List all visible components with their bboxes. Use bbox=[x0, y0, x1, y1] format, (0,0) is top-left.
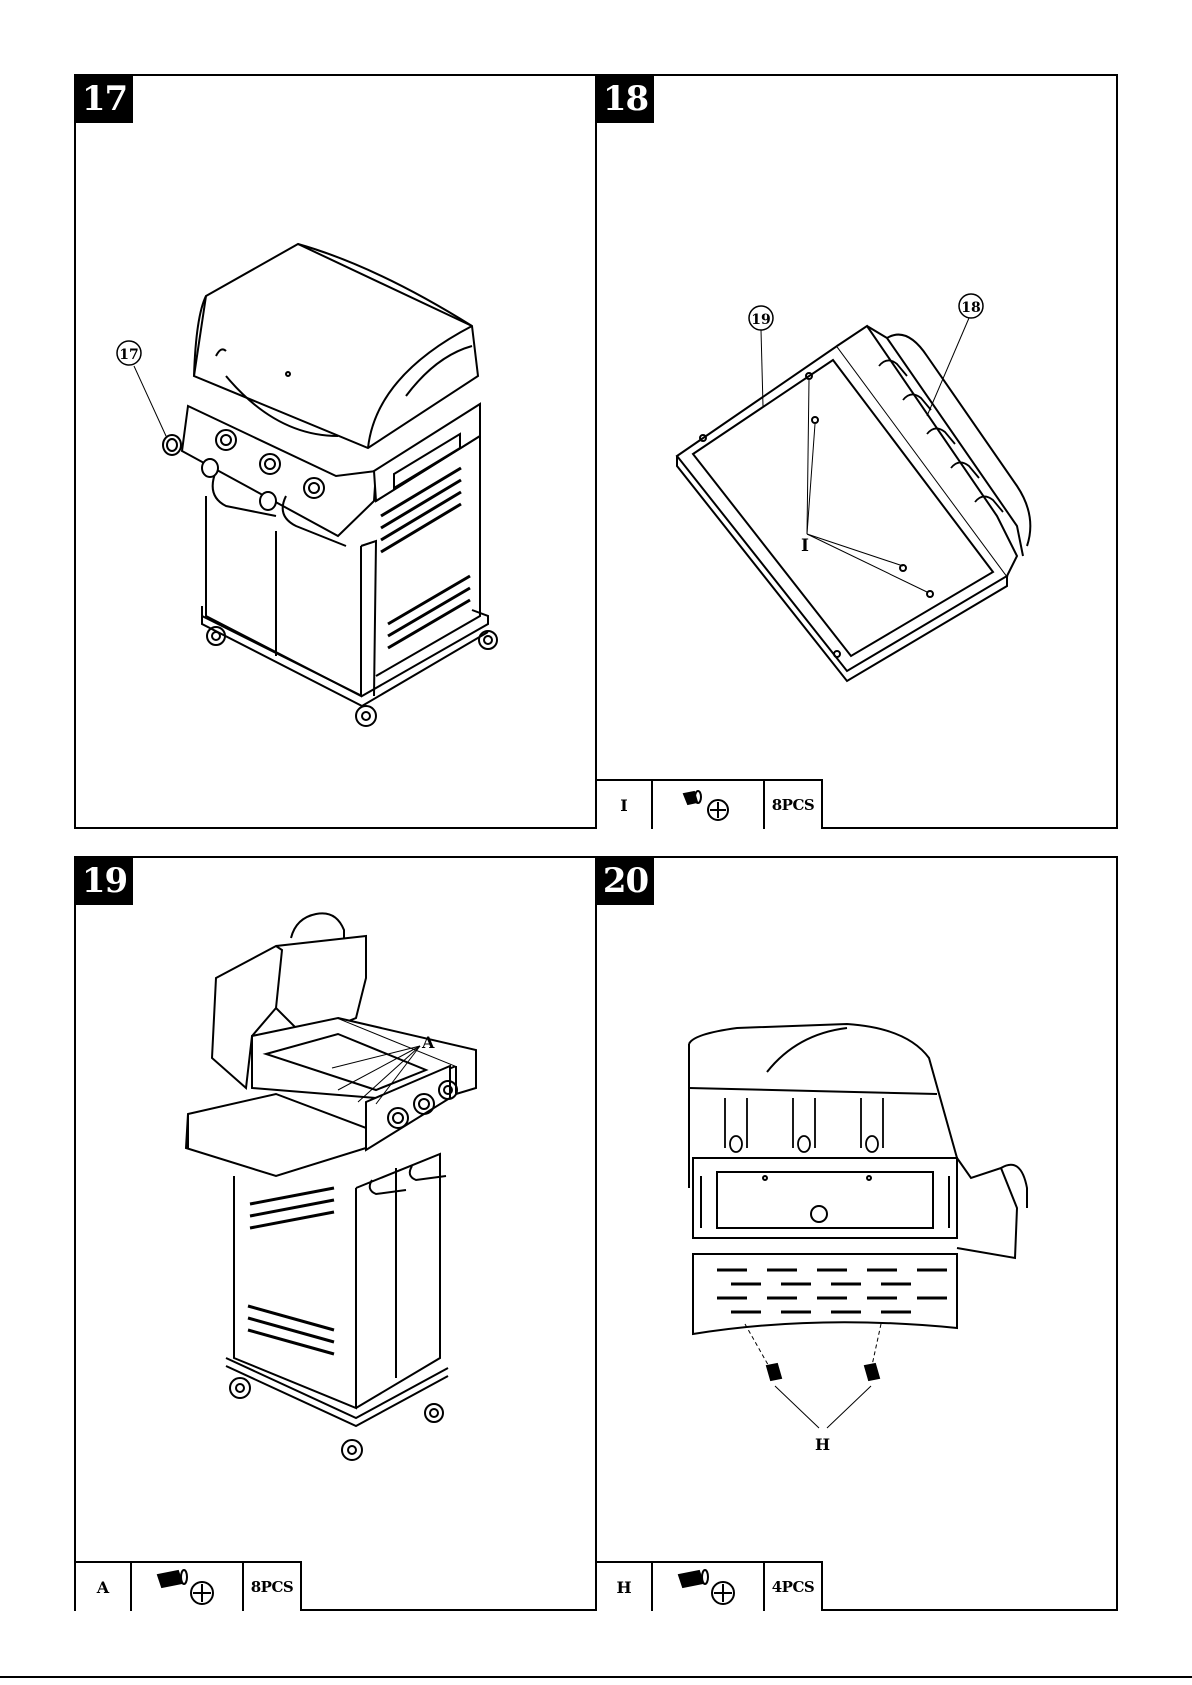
step-20-panel: 20 bbox=[595, 856, 1118, 1611]
hardware-quantity: 8PCS bbox=[244, 1563, 300, 1611]
grill-open-lid-illustration: A bbox=[76, 858, 595, 1609]
callout-A: A bbox=[421, 1033, 435, 1052]
screw-icon bbox=[678, 788, 738, 822]
hardware-letter: A bbox=[76, 1563, 132, 1611]
callout-I: I bbox=[801, 536, 809, 556]
callout-19: 19 bbox=[751, 312, 770, 328]
hardware-quantity: 8PCS bbox=[765, 781, 821, 829]
heat-shield-illustration: I 19 18 bbox=[597, 76, 1116, 827]
grill-rear-screws-illustration: H bbox=[597, 858, 1116, 1609]
callout-H: H bbox=[815, 1435, 830, 1454]
step-18-panel: 18 I 19 18 bbox=[595, 74, 1118, 829]
hardware-table: I 8PCS bbox=[595, 779, 823, 829]
hardware-letter: I bbox=[597, 781, 653, 829]
hardware-quantity: 4PCS bbox=[765, 1563, 821, 1611]
hardware-table: H 4PCS bbox=[595, 1561, 823, 1611]
hardware-table: A 8PCS bbox=[74, 1561, 302, 1611]
page-bottom-rule bbox=[0, 1676, 1192, 1678]
screw-icon bbox=[154, 1567, 220, 1607]
hardware-letter: H bbox=[597, 1563, 653, 1611]
grill-illustration-knob-install: 17 bbox=[76, 76, 595, 827]
callout-17: 17 bbox=[119, 347, 138, 363]
step-19-panel: 19 bbox=[74, 856, 597, 1611]
step-17-panel: 17 bbox=[74, 74, 597, 829]
callout-18: 18 bbox=[961, 300, 980, 316]
screw-icon bbox=[675, 1567, 741, 1607]
